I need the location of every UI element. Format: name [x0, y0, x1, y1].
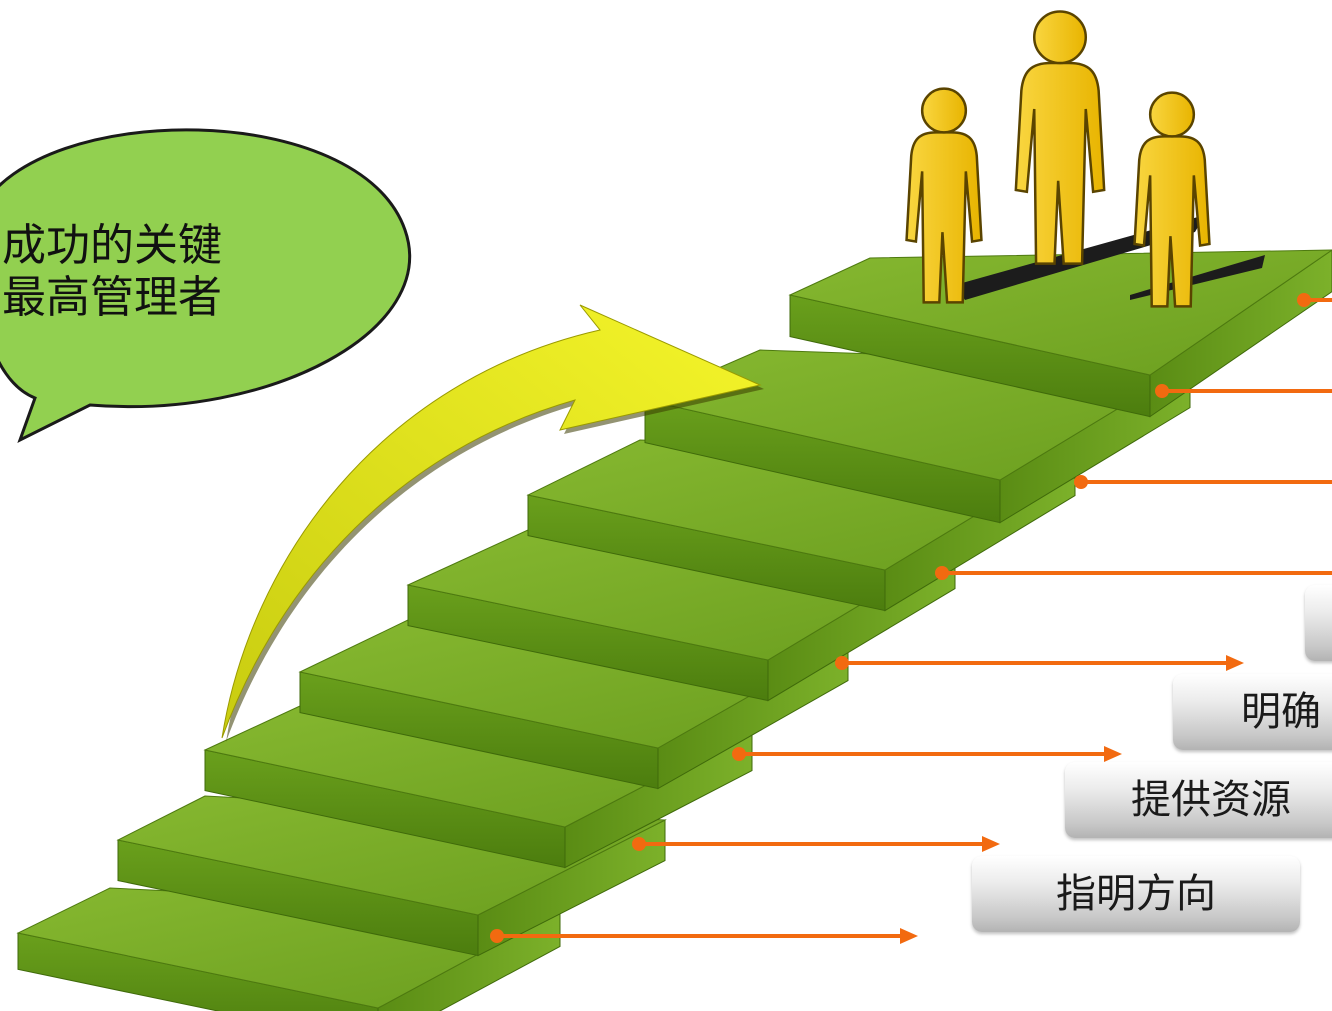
connector-5	[935, 566, 1332, 580]
connector-7-dot	[1155, 384, 1169, 398]
step-label-1-text: 指明方向	[1056, 871, 1216, 917]
step-label-4	[1305, 585, 1332, 661]
person-left-icon-body	[905, 131, 983, 304]
bubble-text: 成功的关键 最高管理者	[2, 220, 222, 324]
connector-3	[732, 746, 1122, 762]
connector-6	[1074, 475, 1332, 489]
upward-arrow-icon	[221, 304, 764, 742]
bubble-line-2: 最高管理者	[2, 272, 222, 323]
connector-1	[490, 928, 918, 944]
connector-4	[835, 655, 1244, 671]
step-label-1: 指明方向	[972, 856, 1300, 932]
connector-3-dot	[732, 747, 746, 761]
connector-1-arrowhead	[900, 928, 918, 944]
connector-4-arrowhead	[1226, 655, 1244, 671]
connector-2-dot	[632, 837, 646, 851]
person-center-icon-head	[1032, 10, 1088, 65]
connector-2	[632, 836, 1000, 852]
connector-2-arrowhead	[982, 836, 1000, 852]
step-label-3: 明确	[1173, 674, 1332, 750]
person-center-icon-body	[1014, 61, 1106, 265]
connector-1-dot	[490, 929, 504, 943]
connector-7	[1155, 384, 1332, 398]
person-left-icon	[905, 87, 983, 304]
step-label-3-text: 明确	[1241, 689, 1321, 735]
connector-8	[1297, 293, 1332, 307]
step-label-2: 提供资源	[1065, 762, 1332, 838]
connector-8-dot	[1297, 293, 1311, 307]
bubble-line-1: 成功的关键	[2, 220, 222, 271]
person-right-icon-head	[1148, 91, 1196, 138]
connector-lines	[490, 293, 1332, 944]
speech-bubble	[0, 128, 412, 444]
connector-4-dot	[835, 656, 849, 670]
connector-3-arrowhead	[1104, 746, 1122, 762]
person-center-icon	[1014, 10, 1106, 265]
connector-6-dot	[1074, 475, 1088, 489]
person-right-icon	[1133, 91, 1211, 308]
person-right-icon-body	[1133, 135, 1211, 308]
person-left-icon-head	[920, 87, 968, 134]
people-group-icon	[905, 10, 1211, 308]
step-label-2-text: 提供资源	[1131, 777, 1291, 823]
connector-5-dot	[935, 566, 949, 580]
